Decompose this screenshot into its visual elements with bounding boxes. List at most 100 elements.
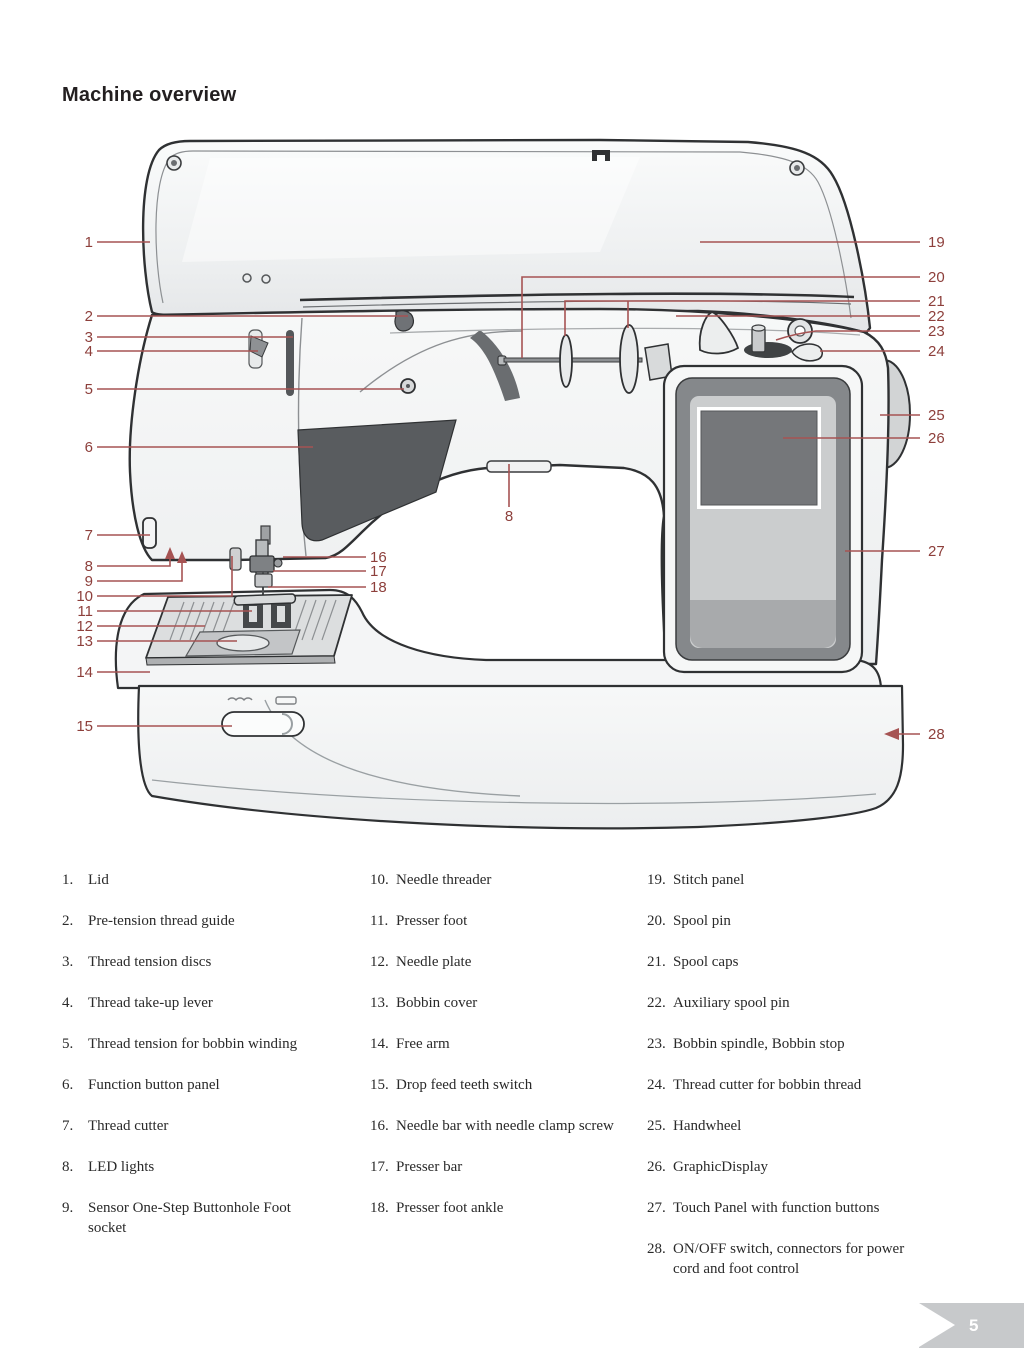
- legend-item-number: 11.: [370, 913, 389, 929]
- callout-number: 12: [76, 618, 93, 635]
- callout-line-20: [521, 276, 920, 358]
- callout-number: 13: [76, 633, 93, 650]
- callout-number: 10: [76, 588, 93, 605]
- legend-item-text: Needle bar with needle clamp screw: [396, 1118, 614, 1134]
- legend-item-number: 3.: [62, 954, 74, 970]
- legend-item-text: Spool pin: [673, 913, 731, 929]
- feed-teeth-slots: [243, 600, 291, 628]
- callout-number: 8: [505, 508, 513, 525]
- page-title: Machine overview: [62, 84, 237, 106]
- legend-item: 24.Thread cutter for bobbin thread: [647, 1075, 977, 1095]
- needle-clamp: [249, 555, 283, 573]
- callout-number: 9: [85, 573, 93, 590]
- page-number: 5: [969, 1315, 979, 1335]
- spool-cap-large: [619, 324, 639, 394]
- callout-number: 28: [928, 726, 945, 743]
- legend-item: 28. ON/OFF switch, connectors for power c…: [647, 1239, 977, 1279]
- legend-item-text: Presser bar: [396, 1159, 463, 1175]
- arrow-up-icon: [177, 551, 187, 563]
- thread-cutter-tab: [142, 517, 157, 549]
- presser-foot: [233, 593, 297, 606]
- callout-number: 5: [85, 381, 93, 398]
- legend-item-number: 19.: [647, 872, 666, 888]
- legend-item: 4.Thread take-up lever: [62, 993, 370, 1013]
- callout-number: 18: [370, 579, 387, 596]
- legend-item-text: Stitch panel: [673, 872, 745, 888]
- bobbin-stop: [787, 318, 813, 344]
- legend-item-text: Presser foot ankle: [396, 1200, 504, 1216]
- legend-item: 18.Presser foot ankle: [370, 1198, 647, 1218]
- legend-item-text: Drop feed teeth switch: [396, 1077, 533, 1093]
- graphic-display: [697, 407, 821, 509]
- callout-number: 4: [85, 343, 93, 360]
- legend-item: 26.GraphicDisplay: [647, 1157, 977, 1177]
- legend-item-number: 8.: [62, 1159, 74, 1175]
- legend-item-text: Bobbin cover: [396, 995, 478, 1011]
- legend-item: 8.LED lights: [62, 1157, 370, 1177]
- legend-item-text: Thread tension discs: [88, 954, 212, 970]
- callout-number: 25: [928, 407, 945, 424]
- callout-number: 14: [76, 664, 93, 681]
- thread-tension-discs-slot: [286, 330, 294, 396]
- base: [137, 684, 905, 830]
- lid-latch-icon: [592, 150, 610, 161]
- legend-item-text: Handwheel: [673, 1118, 742, 1134]
- legend-item: 11. Presser foot: [370, 911, 647, 931]
- callout-number: 23: [928, 323, 945, 340]
- callout-number: 6: [85, 439, 93, 456]
- legend-item-number: 22.: [647, 995, 666, 1011]
- legend-item-text: Presser foot: [396, 913, 468, 929]
- legend-item-number: 1.: [62, 872, 74, 888]
- presser-foot-ankle: [254, 573, 273, 588]
- legend-item-number: 13.: [370, 995, 389, 1011]
- callout-number: 11: [77, 603, 93, 620]
- legend-item-number: 17.: [370, 1159, 389, 1175]
- legend-item-text: Thread cutter for bobbin thread: [673, 1077, 862, 1093]
- spool-recess: [744, 342, 792, 358]
- legend-item: 9.Sensor One-Step Buttonhole Foot socket: [62, 1198, 370, 1238]
- callout-number: 16: [370, 549, 387, 566]
- function-button-panel: [297, 419, 457, 542]
- chevron-icon: [919, 1303, 955, 1347]
- lid-screw-icon: [166, 155, 182, 171]
- legend-item-text: GraphicDisplay: [673, 1159, 768, 1175]
- legend-item-text: ON/OFF switch, connectors for power cord…: [673, 1241, 905, 1277]
- legend-item: 14.Free arm: [370, 1034, 647, 1054]
- bobbin-thread-cutter: [791, 343, 823, 362]
- callout-line-10: [97, 556, 233, 597]
- pre-tension-thread-guide: [394, 310, 415, 332]
- legend-item: 7.Thread cutter: [62, 1116, 370, 1136]
- lid: [141, 138, 872, 335]
- legend-item-number: 15.: [370, 1077, 389, 1093]
- lid-hole-icon: [242, 273, 252, 283]
- legend-item-text: Auxiliary spool pin: [673, 995, 790, 1011]
- callout-line-8: [97, 557, 171, 567]
- legend-item-text: Needle plate: [396, 954, 472, 970]
- callout-number: 26: [928, 430, 945, 447]
- callout-number: 2: [85, 308, 93, 325]
- legend-item-number: 25.: [647, 1118, 666, 1134]
- callout-number: 15: [76, 718, 93, 735]
- callout-arrowheads: [165, 547, 899, 740]
- legend-item: 10.Needle threader: [370, 870, 647, 890]
- bobbin-cover: [184, 629, 301, 657]
- lid-hole-icon: [261, 274, 271, 284]
- legend-item: 21.Spool caps: [647, 952, 977, 972]
- legend-item-number: 28.: [647, 1241, 666, 1257]
- legend-item-text: Thread tension for bobbin winding: [88, 1036, 298, 1052]
- callout-line-23: [775, 330, 920, 341]
- legend-item-text: Sensor One-Step Buttonhole Foot socket: [88, 1200, 291, 1236]
- drop-feed-teeth-switch: [221, 711, 305, 737]
- legend-item-text: Touch Panel with function buttons: [673, 1200, 880, 1216]
- legend-item-number: 7.: [62, 1118, 74, 1134]
- callout-number: 19: [928, 234, 945, 251]
- legend-item: 3. Thread tension discs: [62, 952, 370, 972]
- legend-item-text: Free arm: [396, 1036, 450, 1052]
- legend-item: 20.Spool pin: [647, 911, 977, 931]
- spool-pin-assembly: [497, 311, 823, 394]
- head-shade: [470, 330, 520, 401]
